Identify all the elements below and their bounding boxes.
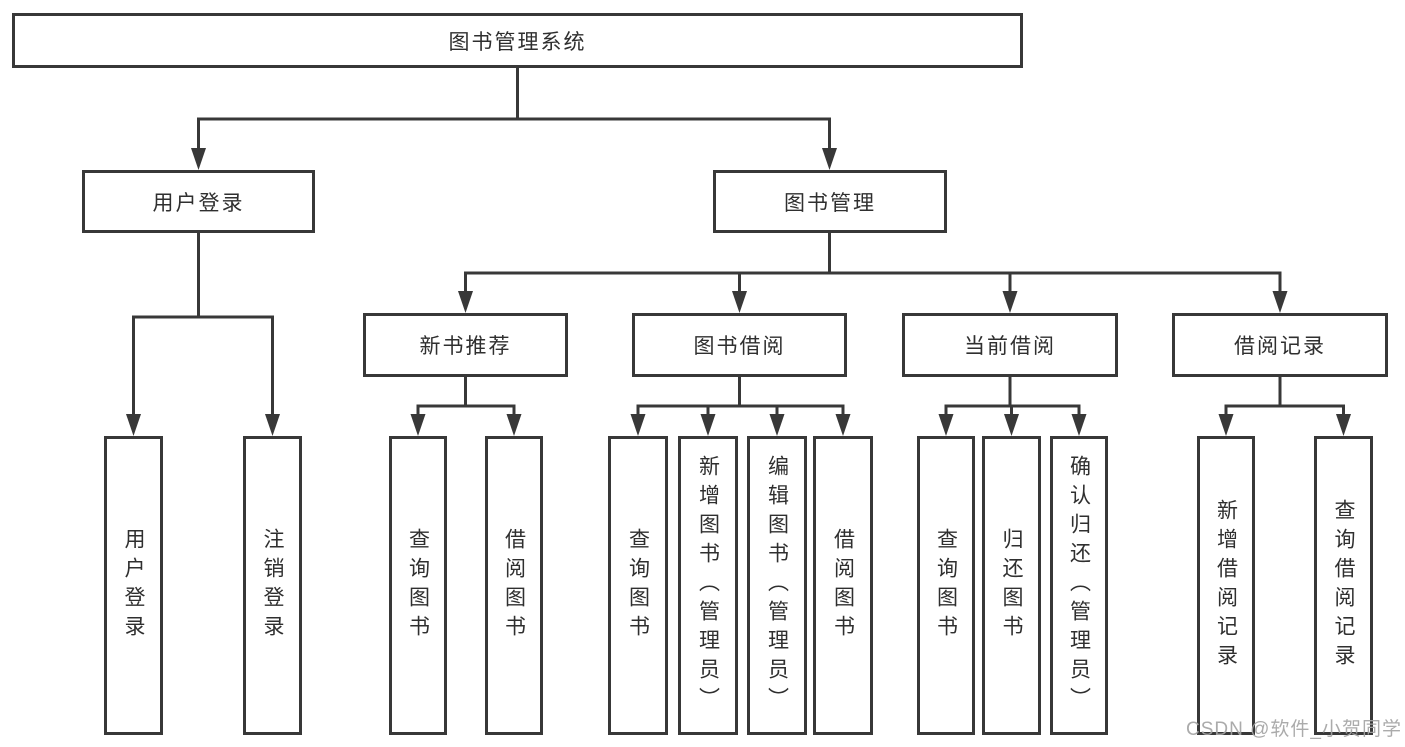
leaf-label: 查询图书 [406, 527, 430, 644]
leaf-label: 确认归还（管理员） [1067, 455, 1091, 716]
leaf-logout: 注销登录 [243, 436, 302, 735]
leaf-label: 查询图书 [934, 527, 958, 644]
leaf-label: 新增图书（管理员） [696, 455, 720, 716]
leaf-add-borrow-record: 新增借阅记录 [1197, 436, 1255, 735]
csdn-watermark: CSDN @软件_小贺同学 [1186, 719, 1402, 740]
tree-edges [132, 68, 1345, 416]
leaf-label: 查询图书 [626, 527, 650, 644]
leaf-label: 查询借阅记录 [1332, 498, 1355, 673]
leaf-query-books-borrow: 查询图书 [608, 436, 668, 735]
leaf-label: 归还图书 [1000, 527, 1023, 644]
node-user-login: 用户登录 [82, 170, 315, 233]
node-borrow-records: 借阅记录 [1172, 313, 1388, 377]
leaf-label: 注销登录 [261, 527, 284, 644]
arrowheads [126, 148, 1351, 436]
leaf-label: 新增借阅记录 [1214, 498, 1238, 673]
leaf-user-login: 用户登录 [104, 436, 163, 735]
leaf-borrow-books-recommend: 借阅图书 [485, 436, 543, 735]
node-current-borrow: 当前借阅 [902, 313, 1118, 377]
node-library-management-system: 图书管理系统 [12, 13, 1023, 68]
leaf-query-borrow-record: 查询借阅记录 [1314, 436, 1373, 735]
leaf-label: 编辑图书（管理员） [765, 455, 789, 716]
leaf-confirm-return-admin: 确认归还（管理员） [1050, 436, 1108, 735]
leaf-label: 借阅图书 [831, 527, 855, 644]
node-new-book-recommend: 新书推荐 [363, 313, 568, 377]
leaf-label: 用户登录 [122, 527, 145, 644]
node-book-management: 图书管理 [713, 170, 947, 233]
leaf-add-book-admin: 新增图书（管理员） [678, 436, 738, 735]
leaf-edit-book-admin: 编辑图书（管理员） [747, 436, 807, 735]
node-book-borrow: 图书借阅 [632, 313, 847, 377]
leaf-borrow-books: 借阅图书 [813, 436, 873, 735]
leaf-return-books: 归还图书 [982, 436, 1041, 735]
leaf-query-books-recommend: 查询图书 [389, 436, 447, 735]
leaf-query-books-current: 查询图书 [917, 436, 975, 735]
leaf-label: 借阅图书 [502, 527, 526, 644]
